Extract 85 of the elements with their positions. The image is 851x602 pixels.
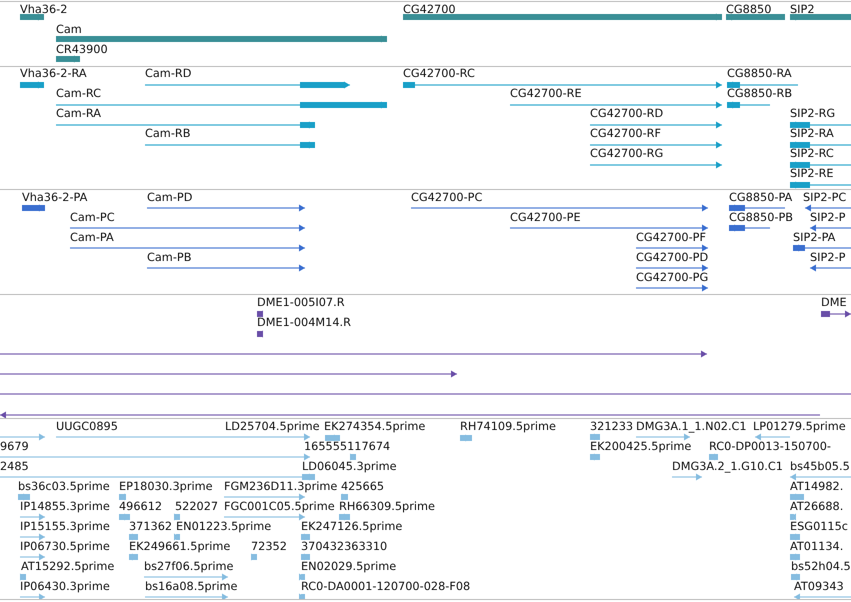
feature-label: SIP2-PC	[803, 191, 846, 204]
feature-label: CG42700-RE	[510, 87, 582, 100]
feature-label: Cam-RB	[145, 127, 190, 140]
feature-label: bs27f06.5prime	[144, 560, 234, 573]
feature-label: CR43900	[56, 43, 108, 56]
feature-label: Vha36-2-PA	[22, 191, 88, 204]
feature-label: 425665	[341, 480, 384, 493]
feature-label: AT15292.5prime	[21, 560, 114, 573]
feature-label: LD06045.3prime	[302, 460, 397, 473]
feature-label: CG8850-PB	[729, 211, 794, 224]
feature-label: RH74109.5prime	[460, 420, 556, 433]
feature-label: Vha36-2-RA	[20, 67, 87, 80]
feature-label: CG42700	[403, 3, 456, 16]
feature-label: SIP2	[790, 3, 815, 16]
feature-label: bs16a08.5prime	[145, 580, 238, 593]
feature-label: CG42700-RC	[403, 67, 475, 80]
feature-label: CG8850-RA	[727, 67, 792, 80]
feature-label: CG42700-RF	[590, 127, 662, 140]
feature-label: DME	[821, 296, 847, 309]
feature-label: bs45b05.5	[790, 460, 850, 473]
feature-label: LD25704.5prime	[225, 420, 320, 433]
feature-label: CG42700-PD	[636, 251, 708, 264]
feature-label: LP01279.5prime	[753, 420, 846, 433]
feature-label: CG42700-PC	[411, 191, 482, 204]
feature-label: CG42700-PF	[636, 231, 706, 244]
feature-label: RC0-DP0013-150700-	[709, 440, 831, 453]
feature-label: RH66309.5prime	[339, 500, 435, 513]
feature-label: bs36c03.5prime	[18, 480, 110, 493]
feature-label: 2485	[0, 460, 29, 473]
feature-label: FGM236D11.3prime	[224, 480, 338, 493]
feature-label: EN01223.5prime	[176, 520, 272, 533]
feature-label: SIP2-P	[810, 251, 846, 264]
feature-label: 321233	[590, 420, 634, 433]
feature-label: UUGC0895	[56, 420, 118, 433]
feature-label: Cam-RA	[56, 107, 102, 120]
feature-label: EK200425.5prime	[590, 440, 692, 453]
feature-label: AT14982.	[790, 480, 844, 493]
feature-label: 370432363310	[301, 540, 388, 553]
feature-label: bs52h04.5	[791, 560, 851, 573]
feature-label: DME1-005I07.R	[257, 296, 345, 309]
feature-label: 165555117674	[304, 440, 390, 453]
feature-label: 371362	[129, 520, 172, 533]
feature-label: DMG3A.1_1.N02.C1	[636, 420, 747, 433]
feature-label: 496612	[119, 500, 162, 513]
feature-label: RC0-DA0001-120700-028-F08	[301, 580, 470, 593]
feature-label: SIP2-PA	[793, 231, 836, 244]
feature-label: SIP2-RE	[790, 167, 834, 180]
feature-label: SIP2-RC	[790, 147, 834, 160]
feature-label: EK274354.5prime	[324, 420, 426, 433]
feature-label: Cam-PC	[70, 211, 115, 224]
feature-label: CG8850-RB	[727, 87, 792, 100]
feature-label: FGC001C05.5prime	[224, 500, 335, 513]
feature-label: CG42700-PG	[636, 271, 708, 284]
feature-label: SIP2-RG	[790, 107, 836, 120]
feature-label: 9679	[0, 440, 29, 453]
feature-label: IP14855.3prime	[20, 500, 110, 513]
feature-label: Cam-RC	[56, 87, 102, 100]
feature-label: Cam-PD	[147, 191, 192, 204]
feature-label: Cam	[56, 23, 82, 36]
feature-label: CG8850-PA	[729, 191, 792, 204]
feature-label: Cam-PB	[147, 251, 192, 264]
feature-label: AT01134.	[790, 540, 844, 553]
feature-label: AT09343	[794, 580, 844, 593]
feature-label: DMG3A.2_1.G10.C1	[672, 460, 783, 473]
feature-label: CG42700-RD	[590, 107, 664, 120]
feature-label: EK247126.5prime	[301, 520, 402, 533]
feature-label: ESG0115c	[790, 520, 848, 533]
feature-label: EK249661.5prime	[129, 540, 230, 553]
feature-label: IP06730.5prime	[20, 540, 110, 553]
feature-label: Vha36-2	[20, 3, 68, 16]
feature-label: DME1-004M14.R	[257, 316, 351, 329]
feature-label: CG42700-PE	[510, 211, 581, 224]
feature-label: IP06430.3prime	[20, 580, 110, 593]
feature-label: Cam-PA	[70, 231, 114, 244]
feature-label: CG8850	[726, 3, 772, 16]
feature-label: SIP2-RA	[790, 127, 834, 140]
feature-label: EN02029.5prime	[301, 560, 396, 573]
feature-label: EP18030.3prime	[119, 480, 213, 493]
feature-label: Cam-RD	[145, 67, 192, 80]
feature-label: CG42700-RG	[590, 147, 664, 160]
feature-label: IP15155.3prime	[20, 520, 110, 533]
feature-label: SIP2-P	[810, 211, 846, 224]
feature-label: 522027	[175, 500, 218, 513]
feature-label: AT26688.	[790, 500, 844, 513]
feature-label: 72352	[251, 540, 287, 553]
